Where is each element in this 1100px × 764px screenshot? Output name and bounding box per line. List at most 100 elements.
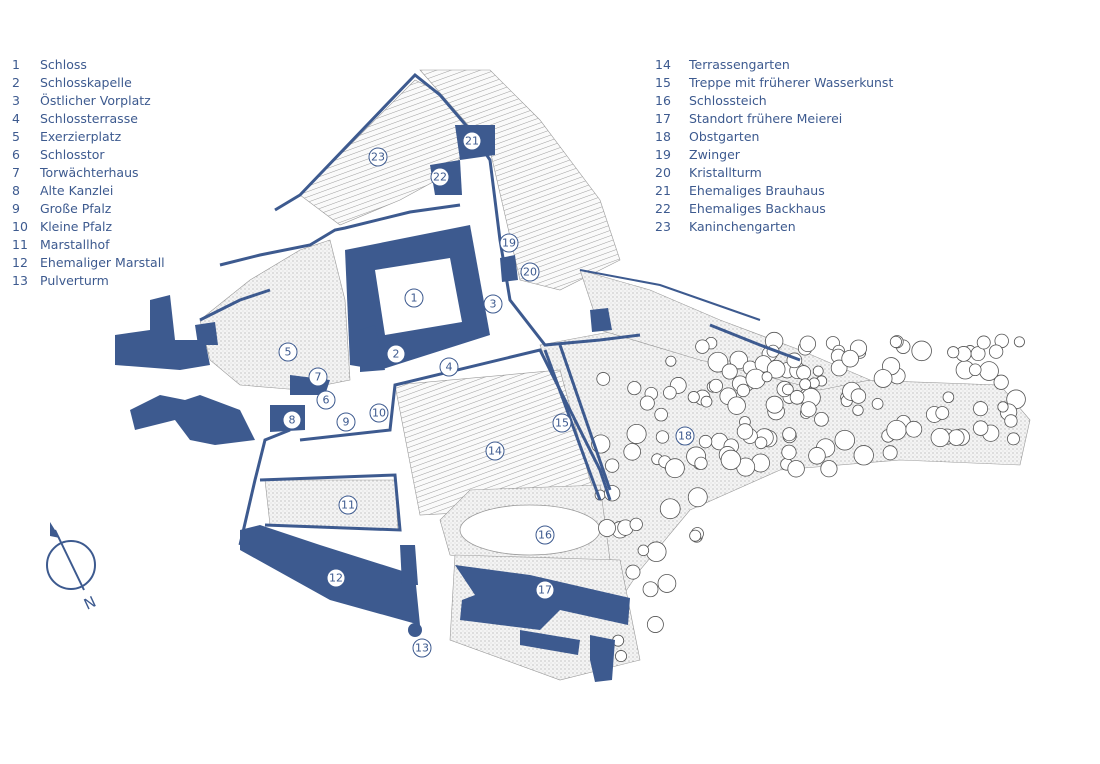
marker-19[interactable]: 19	[499, 233, 519, 253]
marker-22[interactable]: 22	[430, 167, 450, 187]
marker-16[interactable]: 16	[535, 525, 555, 545]
marker-number: 15	[555, 417, 569, 430]
marker-number: 19	[502, 237, 516, 250]
tree-icon	[687, 391, 700, 404]
marker-10[interactable]: 10	[369, 403, 389, 423]
tree-icon	[665, 458, 685, 479]
tree-icon	[781, 444, 797, 460]
tree-icon	[698, 434, 713, 449]
marker-6[interactable]: 6	[316, 390, 336, 410]
marker-4[interactable]: 4	[439, 357, 459, 377]
marker-23[interactable]: 23	[368, 147, 388, 167]
legend-number: 6	[12, 147, 20, 162]
marker-number: 20	[523, 266, 537, 279]
tree-icon	[947, 346, 960, 359]
marker-18[interactable]: 18	[675, 426, 695, 446]
marker-number: 14	[488, 445, 502, 458]
marker-circle	[386, 344, 406, 364]
tree-icon	[761, 371, 773, 383]
marker-number: 18	[678, 430, 692, 443]
marker-1[interactable]: 1	[404, 288, 424, 308]
marker-15[interactable]: 15	[552, 413, 572, 433]
inner-wall	[219, 203, 461, 267]
marker-20[interactable]: 20	[520, 262, 540, 282]
tree-icon	[830, 359, 848, 377]
marker-3[interactable]: 3	[483, 294, 503, 314]
legend-number: 7	[12, 165, 20, 180]
marker-circle	[368, 147, 388, 167]
tree-icon	[988, 344, 1004, 359]
legend-label: Kaninchengarten	[689, 219, 796, 234]
marker-number: 23	[371, 151, 385, 164]
tree-icon	[695, 339, 710, 354]
tree-icon	[796, 365, 812, 380]
tree-icon	[911, 340, 932, 362]
tree-icon	[626, 423, 647, 444]
marker-circle	[675, 426, 695, 446]
tree-icon	[997, 401, 1009, 413]
legend-label: Pulverturm	[40, 273, 109, 288]
legend-label: Terrassengarten	[689, 57, 790, 72]
tree-icon	[968, 363, 982, 377]
marker-9[interactable]: 9	[336, 412, 356, 432]
tree-icon	[642, 581, 659, 598]
marker-number: 9	[343, 416, 350, 429]
marker-circle	[278, 342, 298, 362]
marker-17[interactable]: 17	[535, 580, 555, 600]
legend-label: Alte Kanzlei	[40, 183, 114, 198]
marker-21[interactable]: 21	[462, 131, 482, 151]
marker-circle	[483, 294, 503, 314]
tree-icon	[973, 401, 989, 417]
arrow-head-icon	[50, 522, 60, 538]
marker-14[interactable]: 14	[485, 441, 505, 461]
southwest-buildings	[130, 395, 255, 445]
tree-icon	[782, 383, 794, 396]
east-gate-building	[590, 308, 612, 332]
marker-circle	[520, 262, 540, 282]
tree-icon	[942, 391, 955, 404]
tree-icon	[615, 650, 628, 663]
marker-circle	[369, 403, 389, 423]
tree-icon	[596, 372, 611, 386]
tree-icon	[659, 498, 681, 520]
tree-icon	[646, 541, 667, 562]
marker-2[interactable]: 2	[386, 344, 406, 364]
marker-8[interactable]: 8	[282, 410, 302, 430]
west-wall	[199, 288, 271, 322]
marker-13[interactable]: 13	[412, 638, 432, 658]
tree-icon	[852, 404, 864, 416]
legend-label: Marstallhof	[40, 237, 110, 252]
legend-number: 4	[12, 111, 20, 126]
tree-icon	[993, 374, 1009, 390]
marker-circle	[535, 580, 555, 600]
tree-icon	[853, 445, 874, 466]
tree-icon	[766, 359, 786, 379]
tree-icon	[972, 420, 989, 436]
marker-number: 4	[446, 361, 453, 374]
marker-number: 16	[538, 529, 552, 542]
marker-circle	[430, 167, 450, 187]
marker-7[interactable]: 7	[308, 367, 328, 387]
tree-icon	[882, 445, 898, 461]
marker-circle	[404, 288, 424, 308]
marker-11[interactable]: 11	[338, 495, 358, 515]
marker-5[interactable]: 5	[278, 342, 298, 362]
tree-icon	[729, 350, 749, 370]
legend-number: 23	[655, 219, 671, 234]
marker-12[interactable]: 12	[326, 568, 346, 588]
marstallhof-area	[264, 479, 399, 531]
legend-label: Obstgarten	[689, 129, 760, 144]
tree-icon	[782, 427, 797, 442]
legend-label: Zwinger	[689, 147, 740, 162]
tree-icon	[765, 395, 784, 414]
tree-icon	[820, 460, 838, 478]
tree-icon	[1004, 414, 1018, 428]
